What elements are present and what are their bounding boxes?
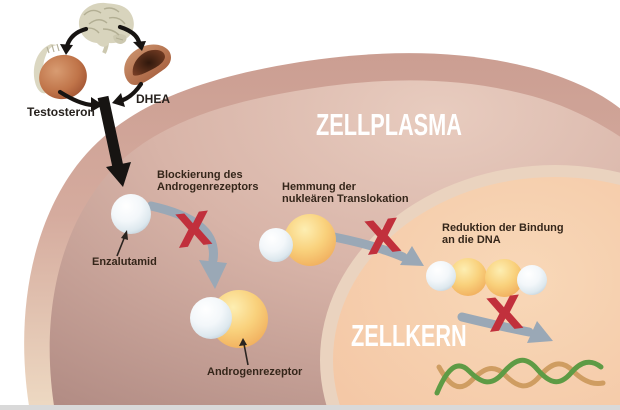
inhibition-arrowhead-dna [527, 321, 553, 343]
inhibition-arrow-dna [457, 312, 534, 337]
nucleus-label: ZELLKERN [351, 318, 467, 353]
pointer-arrows [116, 230, 249, 366]
enzalutamide-label: Enzalutamid [92, 256, 157, 268]
dna-binding-label: Reduktion der Bindung an die DNA [442, 222, 564, 247]
bottom-border [0, 405, 620, 410]
receptor-dimer-circle-right [485, 259, 523, 297]
cytoplasm-label: ZELLPLASMA [316, 107, 462, 142]
inhibition-arrows [146, 201, 553, 343]
adrenal-gland-icon [124, 44, 171, 85]
nuclear-translocation-label: Hemmung der nukleären Translokation [282, 181, 409, 206]
block-x-mark-dna: X [483, 285, 526, 343]
testis-icon [33, 43, 87, 100]
drug-sphere-on-receptor [190, 297, 232, 339]
inhibition-arrow-translocation [329, 232, 408, 262]
inhibition-arrowhead-translocation [400, 246, 424, 266]
inhibition-arrowhead-blockade [199, 260, 227, 289]
receptor-complex-circle [284, 214, 336, 266]
dhea-label: DHEA [136, 92, 171, 106]
hormone-cycle-arrows [57, 24, 146, 112]
drug-entry-arrow [97, 95, 131, 187]
drug-sphere-dimer-left [426, 261, 456, 291]
dna-helix-icon [434, 357, 606, 396]
androgen-receptor-label: Androgenrezeptor [207, 366, 303, 378]
receptor-dimer-circle-left [449, 258, 487, 296]
drug-sphere-dimer-right [517, 265, 547, 295]
drug-sphere-complex [259, 228, 293, 262]
receptor-blockade-label: Blockierung des Androgenrezeptors [157, 169, 259, 194]
block-x-mark-translocation: X [361, 208, 404, 266]
block-x-mark-blockade: X [172, 201, 215, 259]
inhibition-arrow-blockade [146, 201, 218, 265]
testosterone-label: Testosteron [27, 105, 95, 119]
enzalutamide-sphere [111, 194, 151, 234]
brain-icon [78, 2, 134, 54]
